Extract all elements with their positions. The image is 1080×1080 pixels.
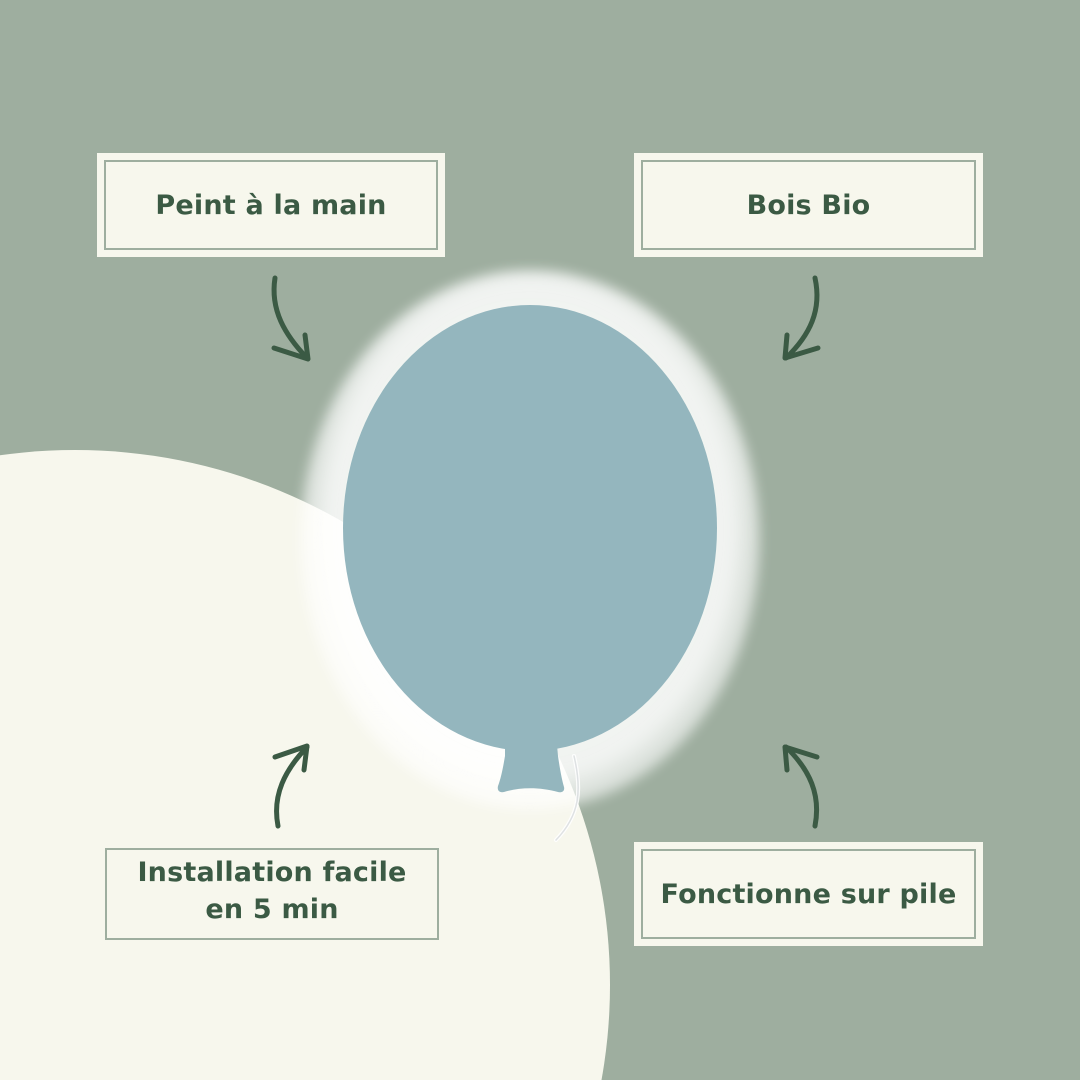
feature-hand-painted: Peint à la main [97, 153, 445, 257]
feature-label-line2: en 5 min [205, 894, 339, 925]
feature-organic-wood: Bois Bio [634, 153, 983, 257]
feature-battery-powered: Fonctionne sur pile [634, 842, 983, 946]
curved-arrow-icon [271, 275, 311, 362]
curved-arrow-icon [782, 744, 820, 829]
feature-easy-install: Installation facile en 5 min [98, 841, 446, 947]
arrow-bottom-left [250, 730, 340, 840]
arrow-bottom-right [765, 730, 855, 840]
arrow-top-left [250, 265, 340, 375]
feature-label: Peint à la main [155, 189, 387, 221]
box-border [104, 160, 438, 250]
feature-label-line1: Installation facile [137, 857, 407, 888]
arrow-top-right [765, 265, 855, 375]
feature-label: Bois Bio [746, 189, 871, 221]
balloon-knot [497, 745, 565, 793]
box-border [641, 160, 976, 250]
box-border [641, 849, 976, 939]
curved-arrow-icon [782, 275, 821, 361]
feature-label: Fonctionne sur pile [660, 878, 957, 910]
curved-arrow-icon [272, 743, 310, 829]
balloon-body [343, 305, 717, 751]
box-border [105, 848, 439, 940]
feature-label: Installation facile en 5 min [137, 854, 406, 928]
